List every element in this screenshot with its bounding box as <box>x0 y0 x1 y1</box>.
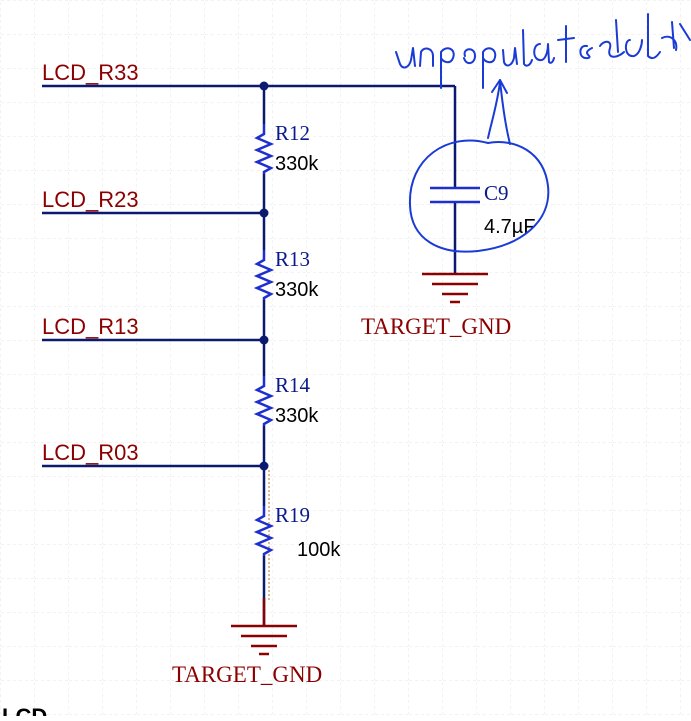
net-label-lcd-r33[interactable]: LCD_R33 <box>42 60 139 85</box>
handwritten-annotation <box>395 13 691 253</box>
value-r19: 100k <box>297 539 341 561</box>
designator-c9: C9 <box>484 181 509 205</box>
junction-dot <box>259 208 269 218</box>
ground-icon[interactable] <box>422 272 488 304</box>
value-r14: 330k <box>275 405 319 427</box>
annotation-circle <box>408 139 550 253</box>
designator-r19: R19 <box>275 503 310 527</box>
value-c9: 4.7µF <box>484 216 536 238</box>
value-r12: 330k <box>275 153 319 175</box>
junction-dot <box>259 461 269 471</box>
designator-r13: R13 <box>275 247 310 271</box>
ground-label-cap: TARGET_GND <box>361 314 511 339</box>
ground-label-ladder: TARGET_GND <box>172 662 322 687</box>
resistor-r14-symbol[interactable] <box>253 376 275 426</box>
annotation-text-unpopulated <box>395 13 691 89</box>
clipped-bottom-label: LCD <box>2 704 47 716</box>
net-label-lcd-r03[interactable]: LCD_R03 <box>42 440 139 465</box>
value-r13: 330k <box>275 279 319 301</box>
designator-r14: R14 <box>275 373 311 397</box>
net-label-lcd-r13[interactable]: LCD_R13 <box>42 314 139 339</box>
annotation-arrow-stroke <box>499 79 511 145</box>
net-label-lcd-r23[interactable]: LCD_R23 <box>42 187 139 212</box>
junction-dot <box>259 335 269 345</box>
resistor-r19-symbol[interactable] <box>253 506 275 556</box>
resistor-r12-symbol[interactable] <box>253 124 275 174</box>
annotation-arrow <box>487 81 501 139</box>
junction-dot <box>259 81 269 91</box>
designator-r12: R12 <box>275 121 310 145</box>
ground-icon[interactable] <box>231 598 297 656</box>
resistor-r13-symbol[interactable] <box>253 250 275 300</box>
